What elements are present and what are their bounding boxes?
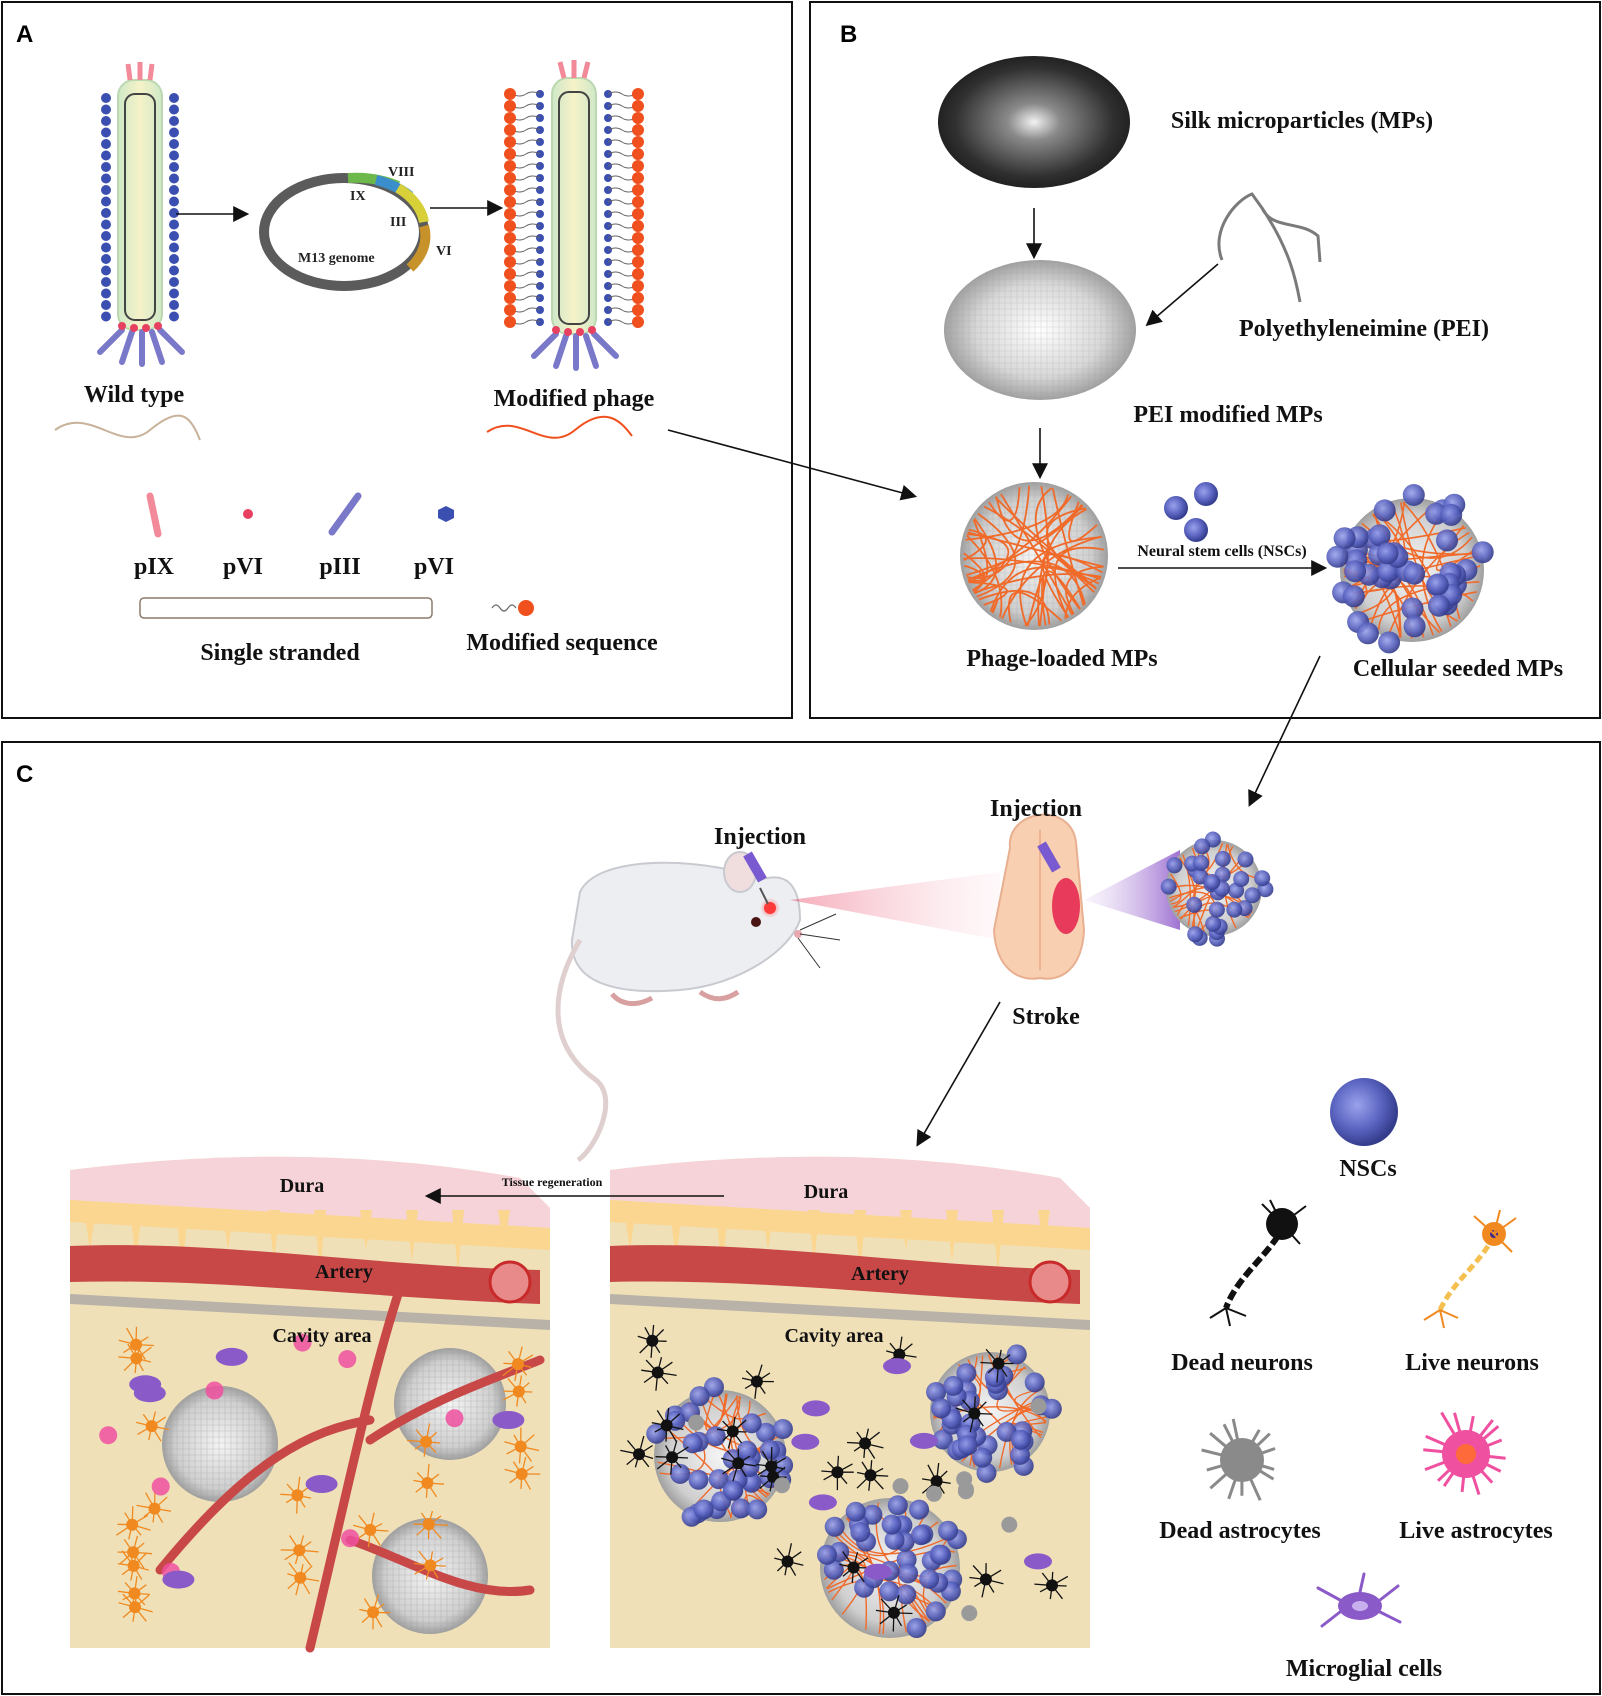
microglia-legend-icon [1316,1572,1402,1628]
legend-piii-label: pIII [319,554,360,580]
injected-seeded-mp-icon [1160,831,1274,947]
stroke-label: Stroke [1012,1004,1080,1030]
pix-legend-icon [146,492,162,538]
legend-pix-label: pIX [134,554,175,580]
legend-dead-neurons-label: Dead neurons [1171,1350,1313,1376]
panel-a-legend: pIX pVI pIII pVI Single stranded Modifie… [134,492,658,666]
legend-live-neurons-label: Live neurons [1405,1350,1539,1376]
modified-phage-label: Modified phage [494,386,655,412]
left-artery-label: Artery [315,1261,373,1283]
wild-type-label: Wild type [84,382,185,408]
seeded-mps-label: Cellular seeded MPs [1353,656,1563,682]
m13-genome-ring [259,172,431,291]
modified-phage-icon [504,60,644,371]
legend-pvi-label: pVI [223,554,263,580]
silk-mps-label: Silk microparticles (MPs) [1171,108,1433,134]
single-stranded-legend-icon [139,597,433,619]
stroke-tissue-block [610,1156,1090,1648]
brain-injection-beam [1084,850,1180,930]
phage-loaded-mp-icon [960,482,1108,630]
panel-c-frame [1,741,1601,1695]
dead-astrocyte-legend-icon [1201,1418,1276,1501]
brain-injection-label: Injection [990,796,1082,822]
arrow-pei-to-mp [1145,263,1219,327]
m13-genome-label: M13 genome [298,251,375,266]
silk-microparticle-icon [938,56,1130,188]
nscs-arrow-label: Neural stem cells (NSCs) [1137,543,1306,560]
mouse-syringe-icon [743,851,769,905]
pei-label: Polyethyleneimine (PEI) [1239,316,1489,342]
modified-sequence-line [486,415,633,439]
panel-a-frame [1,1,793,719]
wild-type-sequence-line [54,414,201,441]
pvi-legend-icon [243,509,253,519]
live-astrocyte-legend-icon [1423,1411,1506,1496]
panel-c: C Injection [1,655,1601,1695]
nsc-legend-icon [1330,1078,1398,1146]
modified-sequence-legend-icon [518,600,534,616]
pviii-legend-icon [438,506,454,522]
live-neuron-legend-icon [1423,1209,1517,1329]
panel-b-frame [809,1,1601,719]
panel-a: A Wild type [1,1,793,719]
free-nsc-group [1164,482,1218,542]
phage-mps-label: Phage-loaded MPs [966,646,1157,672]
arrow-phage-to-mps [667,429,918,501]
legend-dead-astrocytes-label: Dead astrocytes [1159,1518,1321,1544]
gene-ix-label: IX [350,189,366,204]
pei-mps-label: PEI modified MPs [1133,402,1322,428]
gene-iii-label: III [390,215,406,230]
modified-sequence-legend-tail [491,604,517,612]
right-artery-label: Artery [851,1263,909,1285]
legend-nscs-label: NSCs [1339,1156,1396,1182]
pei-polymer-icon [1217,192,1322,303]
legend-pvi-2-label: pVI [414,554,454,580]
panel-c-letter: C [16,761,33,788]
arrow-stroke-to-tissue [916,1001,1001,1147]
gene-viii-label: VIII [388,165,414,180]
wild-type-phage-icon [97,62,185,367]
panel-b-letter: B [840,21,857,48]
dead-neuron-legend-icon [1209,1199,1307,1327]
mouse-icon [555,851,841,1163]
single-stranded-label: Single stranded [200,640,360,666]
left-cavity-label: Cavity area [272,1325,371,1347]
gene-vi-label: VI [436,244,452,259]
cellular-seeded-mp-icon [1326,484,1494,654]
panel-a-letter: A [16,21,33,48]
tissue-regeneration-label: Tissue regeneration [502,1175,603,1189]
right-dura-label: Dura [804,1181,848,1203]
brain-icon [992,813,1086,980]
legend-microglia-label: Microglial cells [1286,1656,1442,1682]
mouse-injection-label: Injection [714,824,806,850]
modified-sequence-label: Modified sequence [466,630,658,656]
mouse-injection-beam [790,872,1000,940]
pei-mp-texture [944,260,1136,400]
legend-live-astrocytes-label: Live astrocytes [1399,1518,1553,1544]
regenerated-tissue-block [70,1156,550,1653]
right-cavity-label: Cavity area [784,1325,883,1347]
panel-c-legend: NSCs Dead neurons [1159,1078,1553,1682]
arrow-seeded-to-injection [1248,655,1321,807]
panel-b: B Silk microparticles (MPs) Polyethylene… [809,1,1601,719]
piii-legend-icon [328,492,362,536]
left-dura-label: Dura [280,1175,324,1197]
